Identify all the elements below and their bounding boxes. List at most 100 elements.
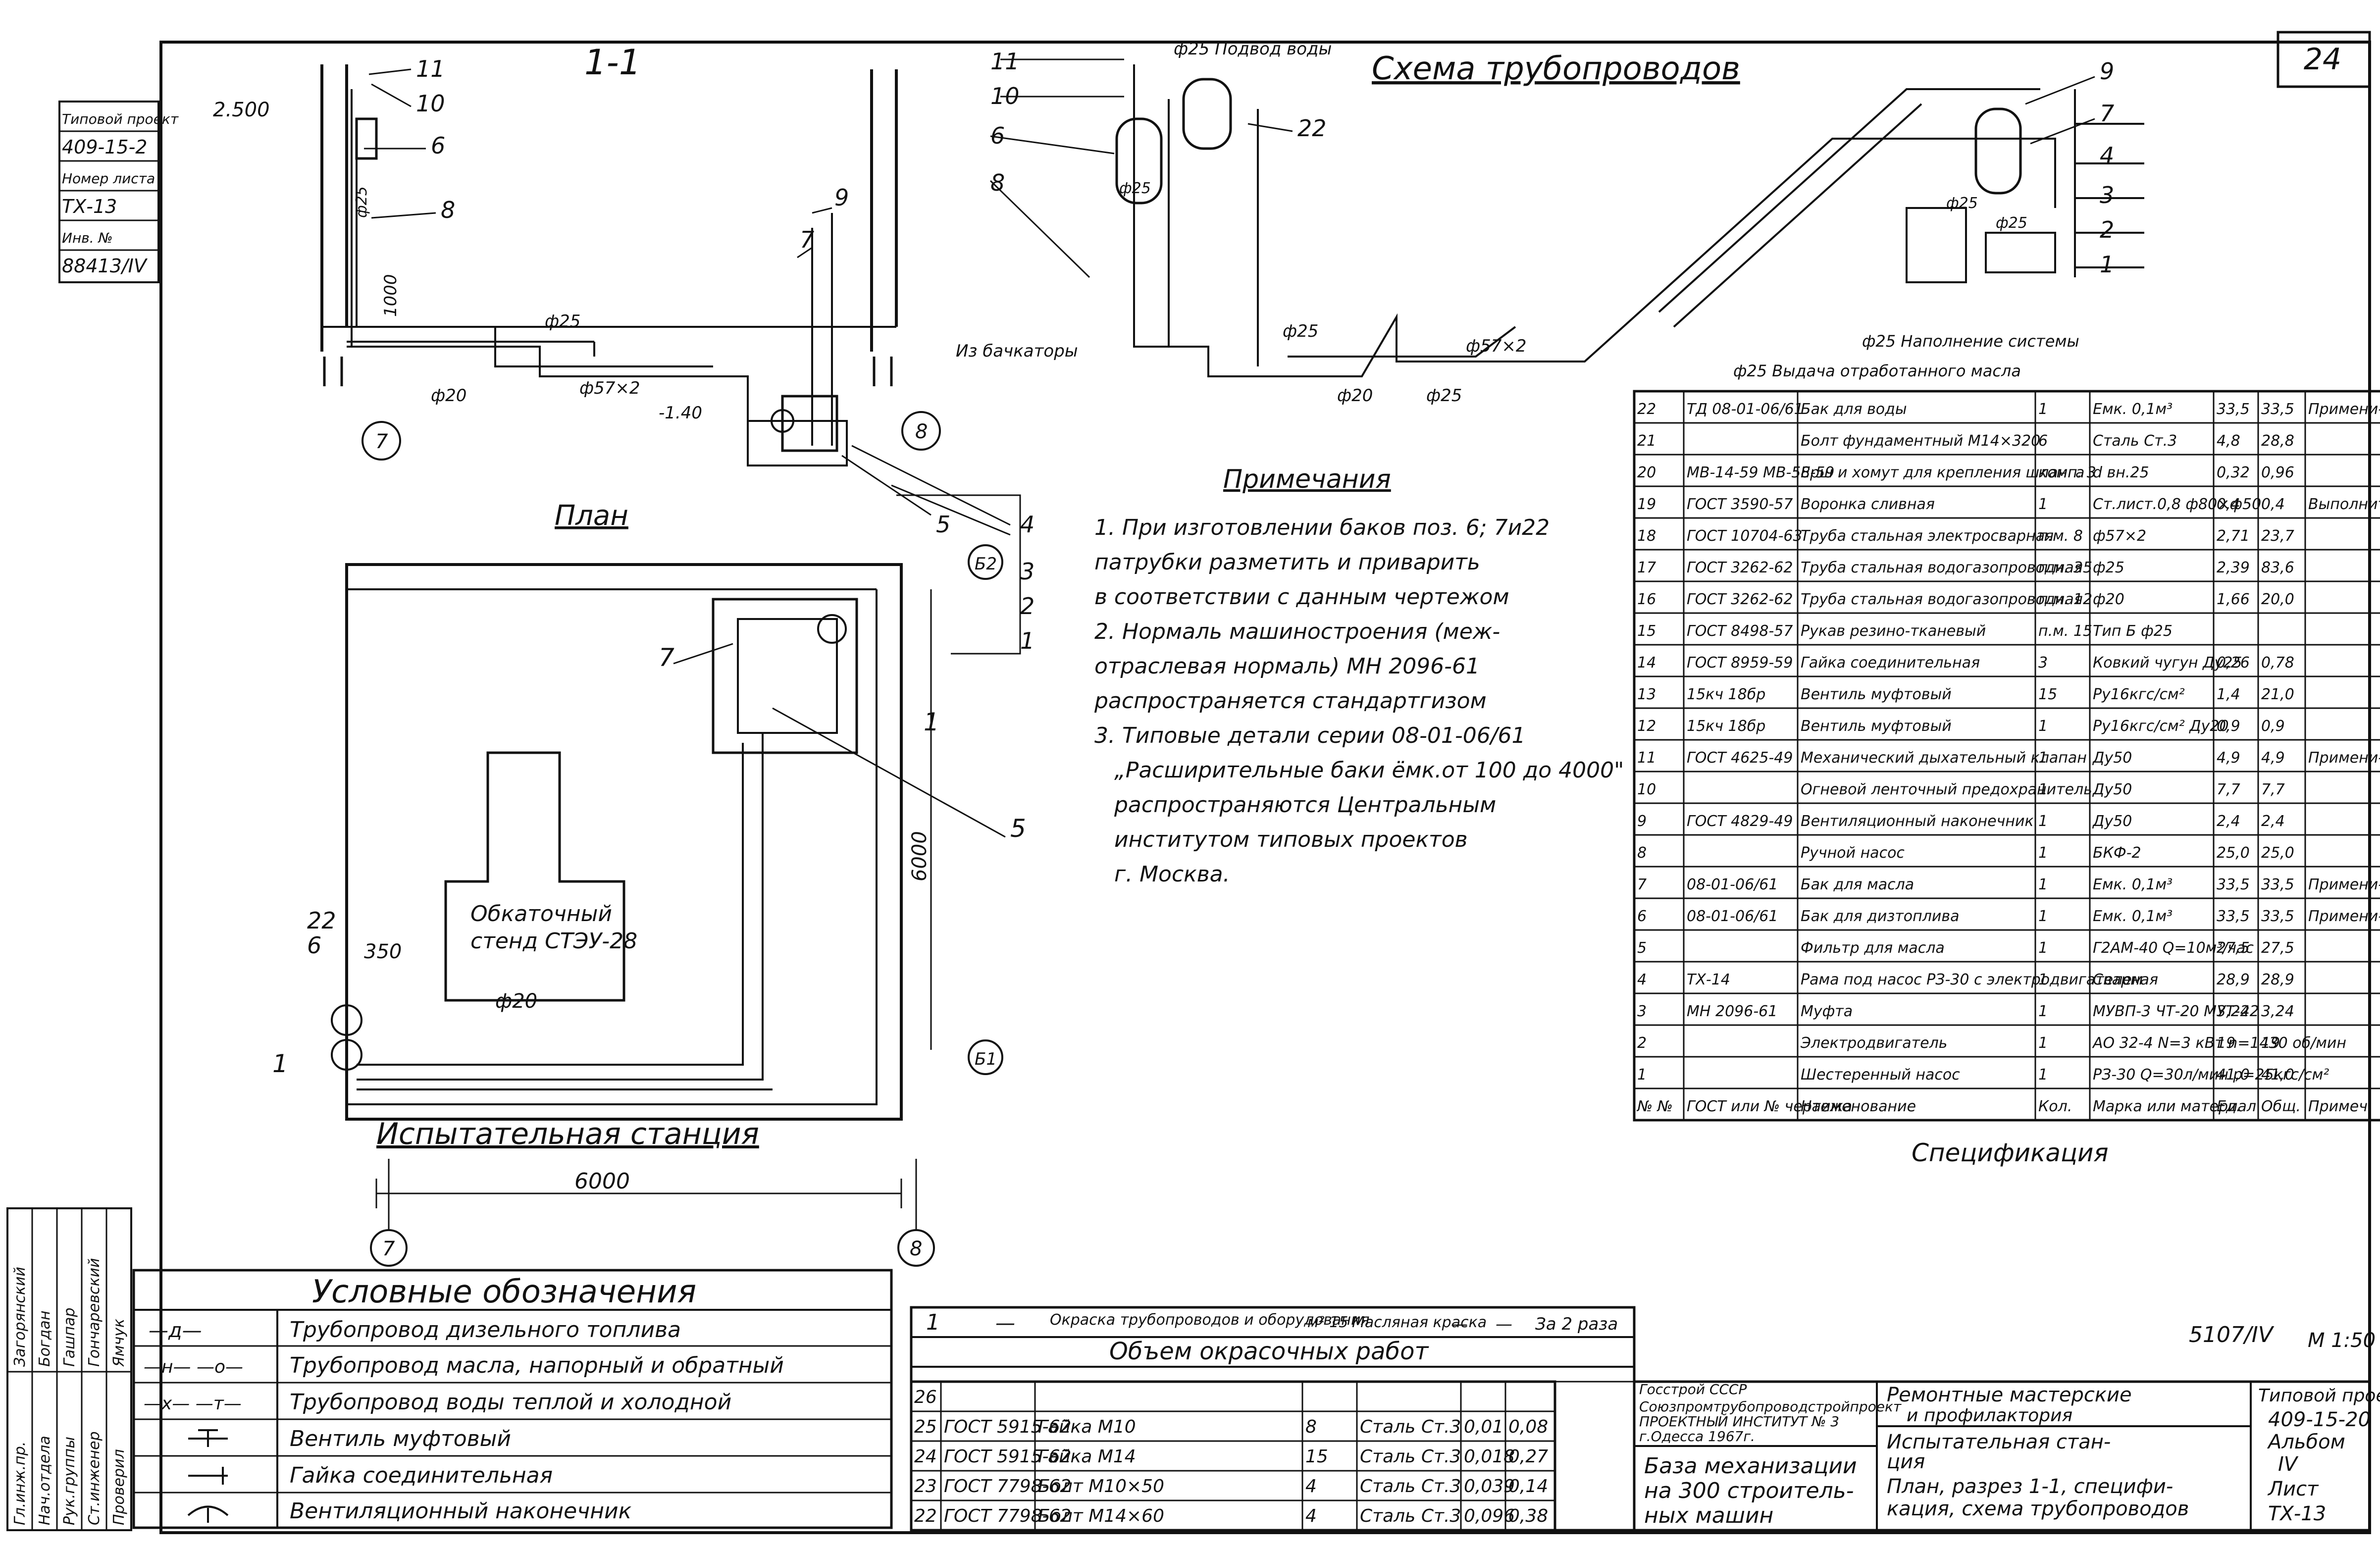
spec-cell: Ст.лист.0,8 ф80×ф50 bbox=[2093, 496, 2261, 513]
spec-cell: 23,7 bbox=[2261, 527, 2294, 545]
section-label: ф57×2 bbox=[579, 378, 640, 398]
legend-row: —д— Трубопровод дизельного топлива bbox=[134, 1317, 891, 1347]
stand-label: стенд СТЭУ-28 bbox=[470, 929, 637, 954]
section-label: -1.40 bbox=[659, 403, 702, 423]
title-block: 5107/IV М 1:50 Госстрой СССР Союзпромтру… bbox=[1633, 1322, 2380, 1532]
signature-role: Ст.инженер bbox=[86, 1431, 103, 1525]
fastener-cell: ГОСТ 7798-62 bbox=[944, 1506, 1071, 1526]
section-label: 1000 bbox=[381, 274, 401, 317]
object-line: Ремонтные мастерские bbox=[1887, 1384, 2132, 1406]
axis-mark: Б2 bbox=[975, 554, 997, 574]
plan-view: План Обкаточный стенд СТЭУ-28 ф20 Испыта… bbox=[272, 500, 1026, 1267]
spec-cell: Бак для дизтоплива bbox=[1801, 908, 1960, 925]
note-line: патрубки разметить и приварить bbox=[1094, 550, 1480, 575]
signature-role: Нач.отдела bbox=[36, 1436, 53, 1525]
spec-cell: 27,5 bbox=[2261, 939, 2294, 957]
spec-cell: ГОСТ 4625-49 bbox=[1687, 749, 1793, 767]
section-label: 4 bbox=[1020, 511, 1035, 538]
spec-cell: Марка или материал bbox=[2093, 1098, 2256, 1115]
spec-cell: Гайка соединительная bbox=[1801, 654, 1980, 672]
station-label: Испытательная станция bbox=[376, 1117, 759, 1151]
fastener-cell: Болт М14×60 bbox=[1038, 1506, 1164, 1526]
spec-cell: 25,0 bbox=[2217, 844, 2250, 862]
spec-cell: п.м. 35 bbox=[2038, 559, 2092, 576]
legend-block: Условные обозначения —д— Трубопровод диз… bbox=[132, 1269, 893, 1529]
spec-cell: 2,4 bbox=[2217, 813, 2240, 830]
spec-cell: МН 2096-61 bbox=[1687, 1003, 1777, 1020]
spec-cell: Емк. 0,1м³ bbox=[2093, 876, 2173, 893]
legend-title: Условные обозначения bbox=[312, 1274, 696, 1310]
scheme-label: ф57×2 bbox=[1466, 336, 1526, 356]
legend-symbol: —н— —о— bbox=[144, 1357, 243, 1377]
section-label: ф25 bbox=[353, 186, 370, 218]
section-label: 6 bbox=[431, 132, 445, 159]
union-nut-icon bbox=[188, 1467, 228, 1485]
fastener-cell: 4 bbox=[1305, 1506, 1317, 1526]
spec-cell: 0,26 bbox=[2217, 654, 2250, 672]
side-stamp-line: 88413/IV bbox=[62, 255, 148, 277]
spec-cell: 28,9 bbox=[2217, 971, 2250, 988]
section-label: 2 bbox=[1020, 593, 1035, 620]
signature-role: Рук.группы bbox=[61, 1437, 78, 1525]
project-line: IV bbox=[2278, 1453, 2299, 1476]
project-line: 409-15-20 bbox=[2268, 1408, 2371, 1431]
plan-pipe-label: ф20 bbox=[495, 990, 537, 1013]
paint-cell: Окраска трубопроводов и оборудования bbox=[1050, 1311, 1370, 1329]
fastener-cell: 0,38 bbox=[1508, 1506, 1548, 1526]
signature-name: Гончаревский bbox=[86, 1258, 103, 1367]
legend-text: Вентиль муфтовый bbox=[290, 1426, 511, 1451]
spec-cell: 28,8 bbox=[2261, 432, 2294, 450]
plan-title: План bbox=[555, 500, 628, 532]
base-line: на 300 строитель- bbox=[1644, 1478, 1854, 1503]
notes-block: Примечания 1. При изготовлении баков поз… bbox=[1094, 465, 1624, 887]
spec-cell: 4,9 bbox=[2261, 749, 2285, 767]
scheme-label: 22 bbox=[1297, 115, 1327, 142]
spec-cell: 7 bbox=[1637, 876, 1647, 893]
spec-cell: 3 bbox=[1637, 1003, 1647, 1020]
fastener-cell: 0,14 bbox=[1508, 1476, 1548, 1497]
spec-cell: 3,24 bbox=[2217, 1003, 2250, 1020]
section-label: 8 bbox=[441, 197, 455, 223]
scheme-label: Из бачкаторы bbox=[956, 341, 1078, 361]
spec-cell: 1 bbox=[2038, 876, 2048, 893]
spec-cell: БКФ-2 bbox=[2093, 844, 2141, 862]
sheet-number: 24 bbox=[2304, 42, 2341, 77]
spec-cell: 19 bbox=[2261, 1034, 2280, 1052]
note-line: 3. Типовые детали серии 08-01-06/61 bbox=[1094, 723, 1526, 748]
spec-cell: Ру16кгс/см² bbox=[2093, 686, 2185, 703]
spec-cell: 13 bbox=[1637, 686, 1656, 703]
spec-cell: 9 bbox=[1637, 813, 1647, 830]
plan-mark: 1 bbox=[272, 1049, 288, 1078]
scheme-label: ф25 Наполнение системы bbox=[1862, 332, 2079, 351]
stand-label: Обкаточный bbox=[470, 901, 612, 927]
notes-title: Примечания bbox=[1223, 465, 1391, 494]
sheet-number-box bbox=[2277, 31, 2371, 88]
section-label: 7 bbox=[800, 226, 814, 253]
spec-cell: Примени-тельно bbox=[2308, 908, 2380, 925]
spec-cell: 1 bbox=[2038, 844, 2048, 862]
spec-cell: ГОСТ 3590-57 bbox=[1687, 496, 1793, 513]
plan-mark: 1 bbox=[924, 708, 939, 736]
spec-cell: 1 bbox=[2038, 496, 2048, 513]
legend-symbol: —д— bbox=[149, 1319, 202, 1342]
fastener-cell: Болт М10×50 bbox=[1038, 1476, 1164, 1497]
axis-mark: 8 bbox=[915, 420, 928, 443]
spec-cell: 1 bbox=[2038, 939, 2048, 957]
spec-cell: п.м. 12 bbox=[2038, 591, 2092, 608]
spec-cell: 20 bbox=[1637, 464, 1656, 481]
spec-cell: 6 bbox=[1637, 908, 1647, 925]
fastener-cell: 24 bbox=[914, 1447, 937, 1467]
side-stamp: Типовой проект 409-15-2 Номер листа ТХ-1… bbox=[58, 101, 179, 283]
spec-cell: 15кч 18бр bbox=[1687, 686, 1765, 703]
legend-row: —н— —о— Трубопровод масла, напорный и об… bbox=[134, 1353, 891, 1384]
scheme-label: ф25 bbox=[1119, 180, 1151, 197]
note-line: институтом типовых проектов bbox=[1114, 827, 1468, 852]
